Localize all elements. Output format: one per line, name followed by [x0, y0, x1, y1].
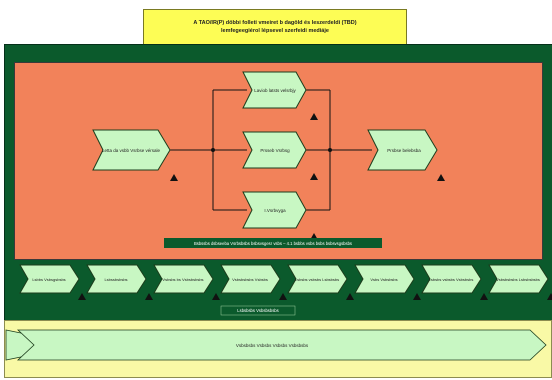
support-step-label: Lsbsbs vsbsbs Vsbsbsbs	[429, 277, 474, 282]
support-step-shape	[153, 264, 214, 294]
process-step-right: Prsbse belebsba	[367, 129, 438, 171]
split-node	[211, 148, 215, 152]
marker-triangle	[437, 174, 445, 181]
support-step: Lsbsbs vsbsbs Lsbsbsbs	[287, 264, 354, 300]
marker-triangle	[78, 293, 86, 300]
process-step-bottom-label: I.Vsrbvyga	[264, 208, 286, 213]
support-step-label: Vsbs Vsbsbsbs	[370, 277, 397, 282]
bottom-lane-label: Vsbsbsbs Vsbsbs Vsbsbs Vsbsbsbs	[236, 343, 309, 348]
join-node	[328, 148, 332, 152]
support-step-label: Vsbsbs bs Vsbsbsbsbs	[162, 277, 203, 282]
main-band-caption-bg	[164, 238, 382, 248]
process-step-middle-label: Prsseb Vsrbsg	[260, 148, 290, 153]
support-step-shape	[488, 264, 549, 294]
process-step-bottom-shape	[242, 191, 307, 229]
support-step-label: Vsbsbsbsbs Lsbsbsbsbs	[496, 277, 540, 282]
support-step-label: Lsbssbsbsbs	[104, 277, 127, 282]
support-step: Vsbsbsbsbs Vsbsbs	[220, 264, 287, 300]
support-step-shape	[19, 264, 80, 294]
support-step-label: Lsbsbs vsbsbs Lsbsbsbs	[295, 277, 339, 282]
support-step: Vsbsbsbsbs Lsbsbsbsbs	[488, 264, 552, 300]
support-step-shape	[220, 264, 281, 294]
support-caption: Lsbsbsbs Vsbsbsbsbs	[237, 308, 278, 313]
diagram-title-line-1: A TAO/IR(P) döbbi folleti vmeiret b dagö…	[193, 20, 357, 26]
marker-triangle	[346, 293, 354, 300]
process-step-right-shape	[367, 129, 438, 171]
marker-triangle	[170, 174, 178, 181]
marker-triangle	[480, 293, 488, 300]
process-step-middle: Prsseb Vsrbsg	[242, 131, 307, 169]
main-band-caption: Bsbssbs dsbseeba Vsrbsbsbs bsbsvsgesr vs…	[194, 241, 352, 246]
process-step-bottom: I.Vsrbvyga	[242, 191, 307, 229]
support-step: Lsbbs Vsbsgsbsbs	[19, 264, 86, 300]
process-step-top: Laviob latsts velsrbjy	[242, 71, 307, 109]
marker-triangle	[145, 293, 153, 300]
support-step-shape	[86, 264, 147, 294]
support-step: Lsbssbsbsbs	[86, 264, 153, 300]
marker-triangle	[547, 293, 552, 300]
marker-triangle	[310, 173, 318, 180]
process-step-top-shape	[242, 71, 307, 109]
process-step-left-label: Letta da vsbb Vsrbse vérsale	[102, 148, 161, 153]
marker-triangle	[413, 293, 421, 300]
process-step-top-label: Laviob latsts velsrbjy	[254, 88, 296, 93]
marker-triangle	[279, 293, 287, 300]
support-row: Lsbbs Vsbsgsbsbs Lsbssbsbsbs Vsbsbs bs Vsb…	[19, 264, 552, 300]
support-step: Vsbsbs bs Vsbsbsbsbs	[153, 264, 220, 300]
support-step-shape	[287, 264, 348, 294]
diagram-title-line-2: lemfegeegiérol lépsevel szerfeidi mediáj…	[221, 28, 329, 34]
bottom-lane-arrow	[16, 329, 547, 361]
support-step-shape	[421, 264, 482, 294]
support-step-label: Lsbbs Vsbsgsbsbs	[32, 277, 65, 282]
marker-triangle	[212, 293, 220, 300]
process-step-middle-shape	[242, 131, 307, 169]
support-caption-bg	[220, 305, 296, 316]
diagram-title-box: A TAO/IR(P) döbbi folleti vmeiret b dagö…	[143, 9, 407, 45]
process-step-left: Letta da vsbb Vsrbse vérsale	[92, 129, 171, 171]
marker-triangle	[310, 113, 318, 120]
process-step-right-label: Prsbse belebsba	[387, 148, 421, 153]
support-step: Lsbsbs vsbsbs Vsbsbsbs	[421, 264, 488, 300]
support-step-shape	[354, 264, 415, 294]
process-step-left-shape	[92, 129, 171, 171]
support-step: Vsbs Vsbsbsbs	[354, 264, 421, 300]
support-step-label: Vsbsbsbsbs Vsbsbs	[232, 277, 268, 282]
